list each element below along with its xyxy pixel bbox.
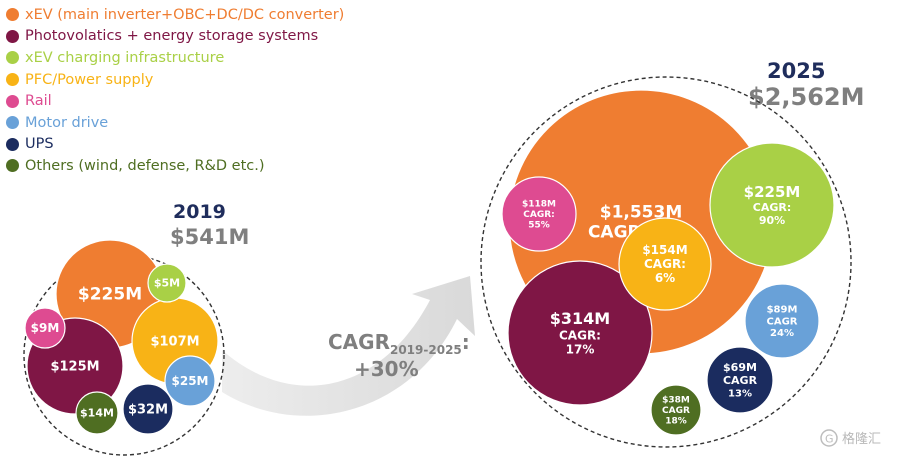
bubble-label-2025-ups: $69M <box>723 361 757 374</box>
bubble-label-2025-pv: CAGR: <box>559 328 601 342</box>
bubble-label-2025-motor: $89M <box>767 305 798 316</box>
growth-cagr-value: +30% <box>354 357 419 381</box>
bubble-2025-charging <box>709 142 835 268</box>
legend-item-charging: xEV charging infrastructure <box>6 47 436 69</box>
growth-cagr-period: 2019-2025 <box>390 343 462 357</box>
bubble-label-2025-rail: CAGR: <box>523 210 555 220</box>
legend-swatch-charging <box>6 51 19 65</box>
bubble-label-2025-charging: $225M <box>744 183 801 201</box>
bubble-label-2025-pv: $314M <box>550 309 610 328</box>
watermark: G 格隆汇 <box>820 429 881 447</box>
legend-swatch-xev <box>6 8 19 22</box>
bubble-2019-charging <box>147 263 187 303</box>
legend-swatch-pfc <box>6 73 19 87</box>
growth-cagr-colon: : <box>462 330 470 354</box>
bubble-label-2025-others: 18% <box>665 417 687 427</box>
legend-label-charging: xEV charging infrastructure <box>25 49 225 66</box>
legend-label-ups: UPS <box>25 136 54 153</box>
bubbles-2019: $225M $107M $125M $32M $25M $14M $9M $5M <box>23 239 225 456</box>
g-logo-icon <box>820 429 838 447</box>
watermark-text: 格隆汇 <box>842 431 881 447</box>
bubble-label-2019-xev: $225M <box>78 285 142 305</box>
g-logo-letter: G <box>825 433 834 446</box>
legend-label-pfc: PFC/Power supply <box>25 71 154 88</box>
bubble-2019-rail <box>24 307 66 349</box>
bubble-2025-others <box>650 384 702 436</box>
bubble-label-2025-others: $38M <box>662 395 690 405</box>
year-2025-total: $2,562M <box>748 83 865 111</box>
bubble-label-2019-pfc: $107M <box>150 334 199 349</box>
bubble-label-2025-ups: 13% <box>728 388 752 399</box>
bubble-label-2025-rail: $118M <box>522 199 556 209</box>
bubble-2019-ups <box>122 383 174 435</box>
legend-item-pfc: PFC/Power supply <box>6 69 436 91</box>
legend-item-others: Others (wind, defense, R&D etc.) <box>6 155 436 177</box>
growth-arrow <box>222 276 475 416</box>
legend-item-ups: UPS <box>6 134 436 156</box>
legend-swatch-motor <box>6 116 19 130</box>
bubble-label-2019-rail: $9M <box>31 321 60 335</box>
legend-label-motor: Motor drive <box>25 114 109 131</box>
growth-arrow-shape <box>222 276 475 416</box>
legend-item-pv: Photovolatics + energy storage systems <box>6 26 436 48</box>
legend-label-pv: Photovolatics + energy storage systems <box>25 28 319 45</box>
legend-label-rail: Rail <box>25 93 52 110</box>
bubble-label-2025-ups: CAGR <box>723 374 758 387</box>
bubble-label-2019-pv: $125M <box>50 359 99 374</box>
bubble-label-2025-motor: 24% <box>770 328 794 339</box>
legend-swatch-pv <box>6 29 19 43</box>
bubble-2025-motor <box>744 283 820 359</box>
legend-label-others: Others (wind, defense, R&D etc.) <box>25 157 265 174</box>
bubble-label-2025-charging: 90% <box>759 214 785 227</box>
bubble-label-2025-pfc: 6% <box>655 271 675 285</box>
bubble-label-2025-motor: CAGR <box>767 316 798 327</box>
container-circle-2025 <box>480 76 852 448</box>
bubble-label-2019-ups: $32M <box>128 402 168 417</box>
bubble-label-2019-others: $14M <box>80 407 114 420</box>
bubble-label-2025-pfc: $154M <box>642 243 687 257</box>
bubble-label-2025-rail: 55% <box>528 221 550 231</box>
bubble-2025-pv <box>507 260 653 406</box>
bubble-label-2019-motor: $25M <box>172 374 209 388</box>
legend-swatch-ups <box>6 137 19 151</box>
growth-cagr-word: CAGR <box>328 330 390 354</box>
legend-swatch-others <box>6 159 19 173</box>
bubble-2025-rail <box>501 176 577 252</box>
year-2025-title: 2025 <box>767 59 825 83</box>
legend-item-xev: xEV (main inverter+OBC+DC/DC converter) <box>6 4 436 26</box>
bubble-label-2025-pfc: CAGR: <box>644 257 686 271</box>
year-2019-title: 2019 <box>173 201 226 223</box>
bubble-label-2025-charging: CAGR: <box>753 201 791 214</box>
year-2019-total: $541M <box>170 225 249 249</box>
legend-item-rail: Rail <box>6 90 436 112</box>
growth-cagr-label: CAGR2019-2025: <box>328 330 470 357</box>
bubble-label-2025-pv: 17% <box>566 343 595 357</box>
bubble-label-2019-charging: $5M <box>154 277 180 290</box>
legend-item-motor: Motor drive <box>6 112 436 134</box>
legend-label-xev: xEV (main inverter+OBC+DC/DC converter) <box>25 6 345 23</box>
legend: xEV (main inverter+OBC+DC/DC converter) P… <box>6 4 436 177</box>
legend-swatch-rail <box>6 94 19 108</box>
bubble-2019-motor <box>164 355 216 407</box>
bubble-2025-pfc <box>618 217 712 311</box>
bubble-label-2025-others: CAGR <box>662 406 690 416</box>
bubble-2025-ups <box>706 346 774 414</box>
bubble-2019-others <box>75 391 119 435</box>
